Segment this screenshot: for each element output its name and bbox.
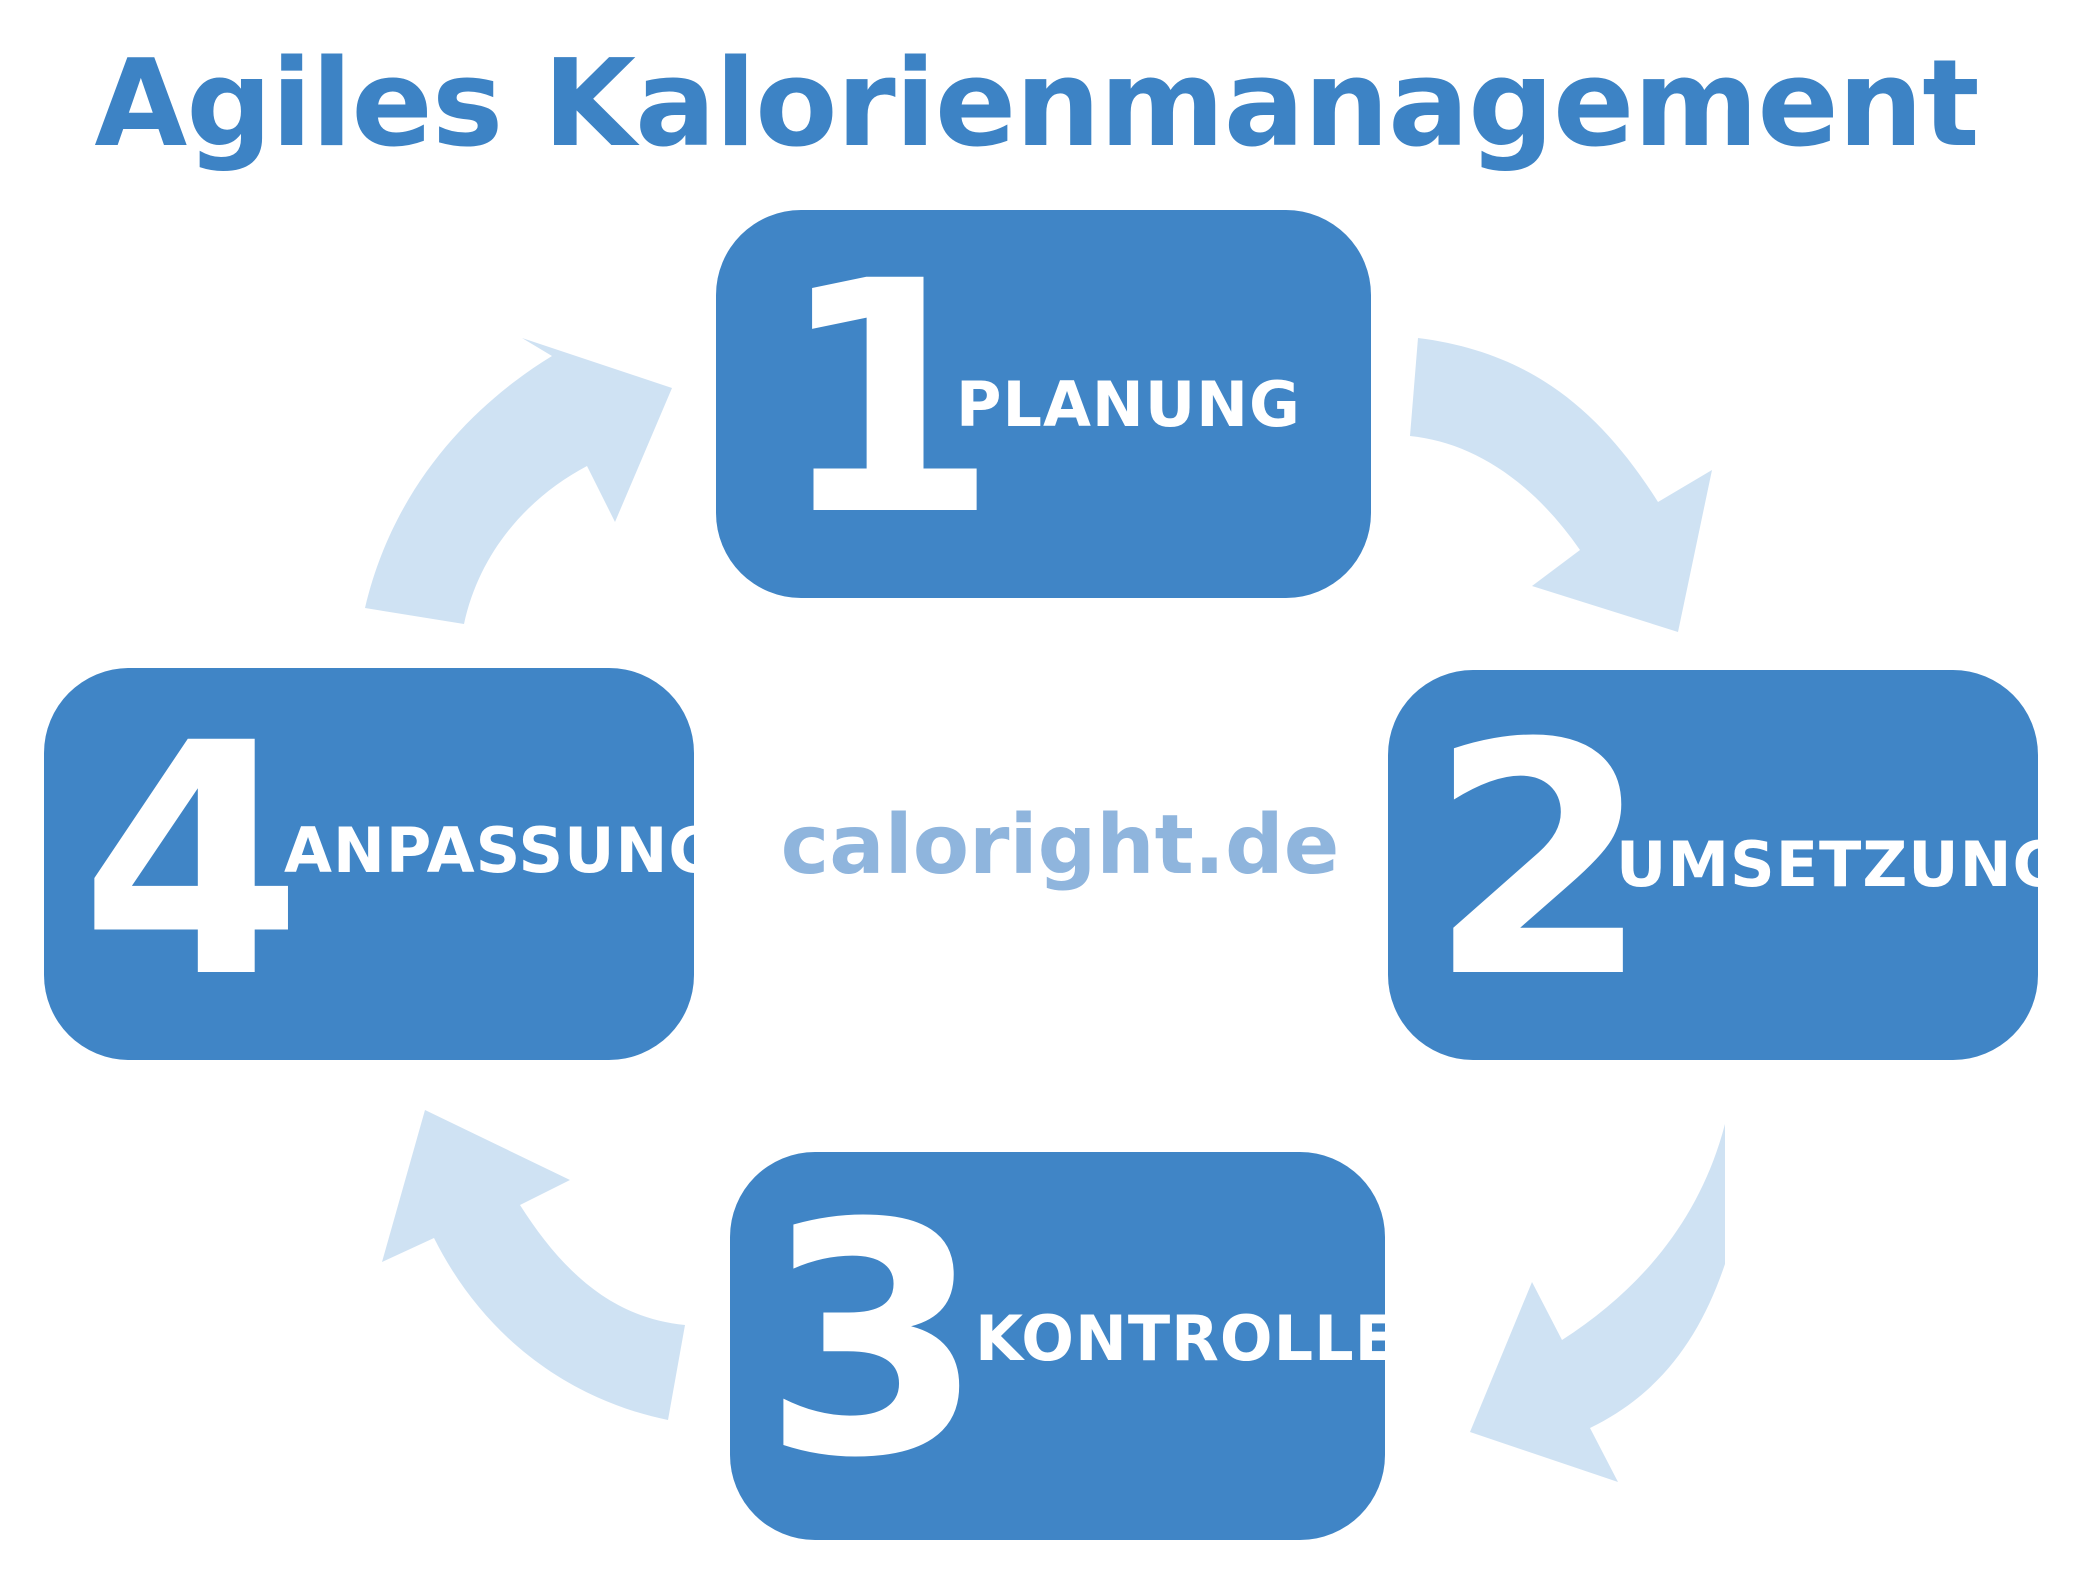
step-label-anpassung: ANPASSUNG xyxy=(284,814,721,887)
step-number-4: 4 xyxy=(80,676,303,1048)
step-box-anpassung: 4 ANPASSUNG xyxy=(44,668,719,1060)
step-box-planung: 1 PLANUNG xyxy=(716,210,1371,598)
step-number-2: 2 xyxy=(1428,676,1651,1048)
page-title: Agiles Kalorienmanagement xyxy=(94,35,1979,174)
step-box-umsetzung: 2 UMSETZUNG xyxy=(1388,670,2063,1060)
step-number-3: 3 xyxy=(762,1156,985,1528)
arrow-2-to-3 xyxy=(1470,1124,1725,1482)
arrow-1-to-2 xyxy=(1410,338,1712,632)
step-number-1: 1 xyxy=(776,214,999,586)
brand-text: caloright.de xyxy=(780,798,1340,893)
step-label-planung: PLANUNG xyxy=(956,368,1301,441)
step-label-umsetzung: UMSETZUNG xyxy=(1616,828,2065,901)
arrow-4-to-1 xyxy=(365,338,672,624)
step-box-kontrolle: 3 KONTROLLE xyxy=(730,1152,1397,1540)
step-label-kontrolle: KONTROLLE xyxy=(975,1302,1398,1375)
arrow-3-to-4 xyxy=(382,1110,685,1420)
